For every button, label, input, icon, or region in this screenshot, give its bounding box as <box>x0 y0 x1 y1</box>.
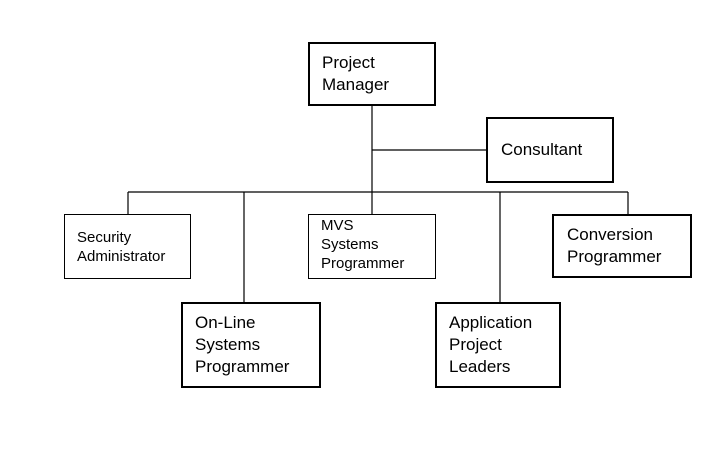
node-application-project-leaders: Application Project Leaders <box>435 302 561 388</box>
node-label-line: Programmer <box>321 255 405 272</box>
node-security-administrator: Security Administrator <box>64 214 191 279</box>
node-label-line: MVS <box>321 217 354 234</box>
node-label-line: Systems <box>195 335 261 354</box>
node-label-line: Project <box>322 53 375 72</box>
node-label-line: Programmer <box>567 247 662 266</box>
node-mvs-systems-programmer: MVS Systems Programmer <box>308 214 436 279</box>
node-label-line: Administrator <box>77 247 166 265</box>
node-label-line: Application <box>449 313 533 332</box>
node-label-line: Conversion <box>567 225 653 244</box>
node-project-manager: Project Manager <box>308 42 436 106</box>
node-online-systems-programmer: On-Line Systems Programmer <box>181 302 321 388</box>
node-label-line: On-Line <box>195 313 256 332</box>
node-label-line: Manager <box>322 75 390 94</box>
node-consultant: Consultant <box>486 117 614 183</box>
node-conversion-programmer: Conversion Programmer <box>552 214 692 278</box>
node-label-line: Consultant <box>501 140 583 159</box>
node-label-line: Project <box>449 335 502 354</box>
node-label-line: Leaders <box>449 357 511 376</box>
node-label-line: Systems <box>321 236 379 253</box>
node-label-line: Security <box>77 228 132 246</box>
node-label-line: Programmer <box>195 357 290 376</box>
